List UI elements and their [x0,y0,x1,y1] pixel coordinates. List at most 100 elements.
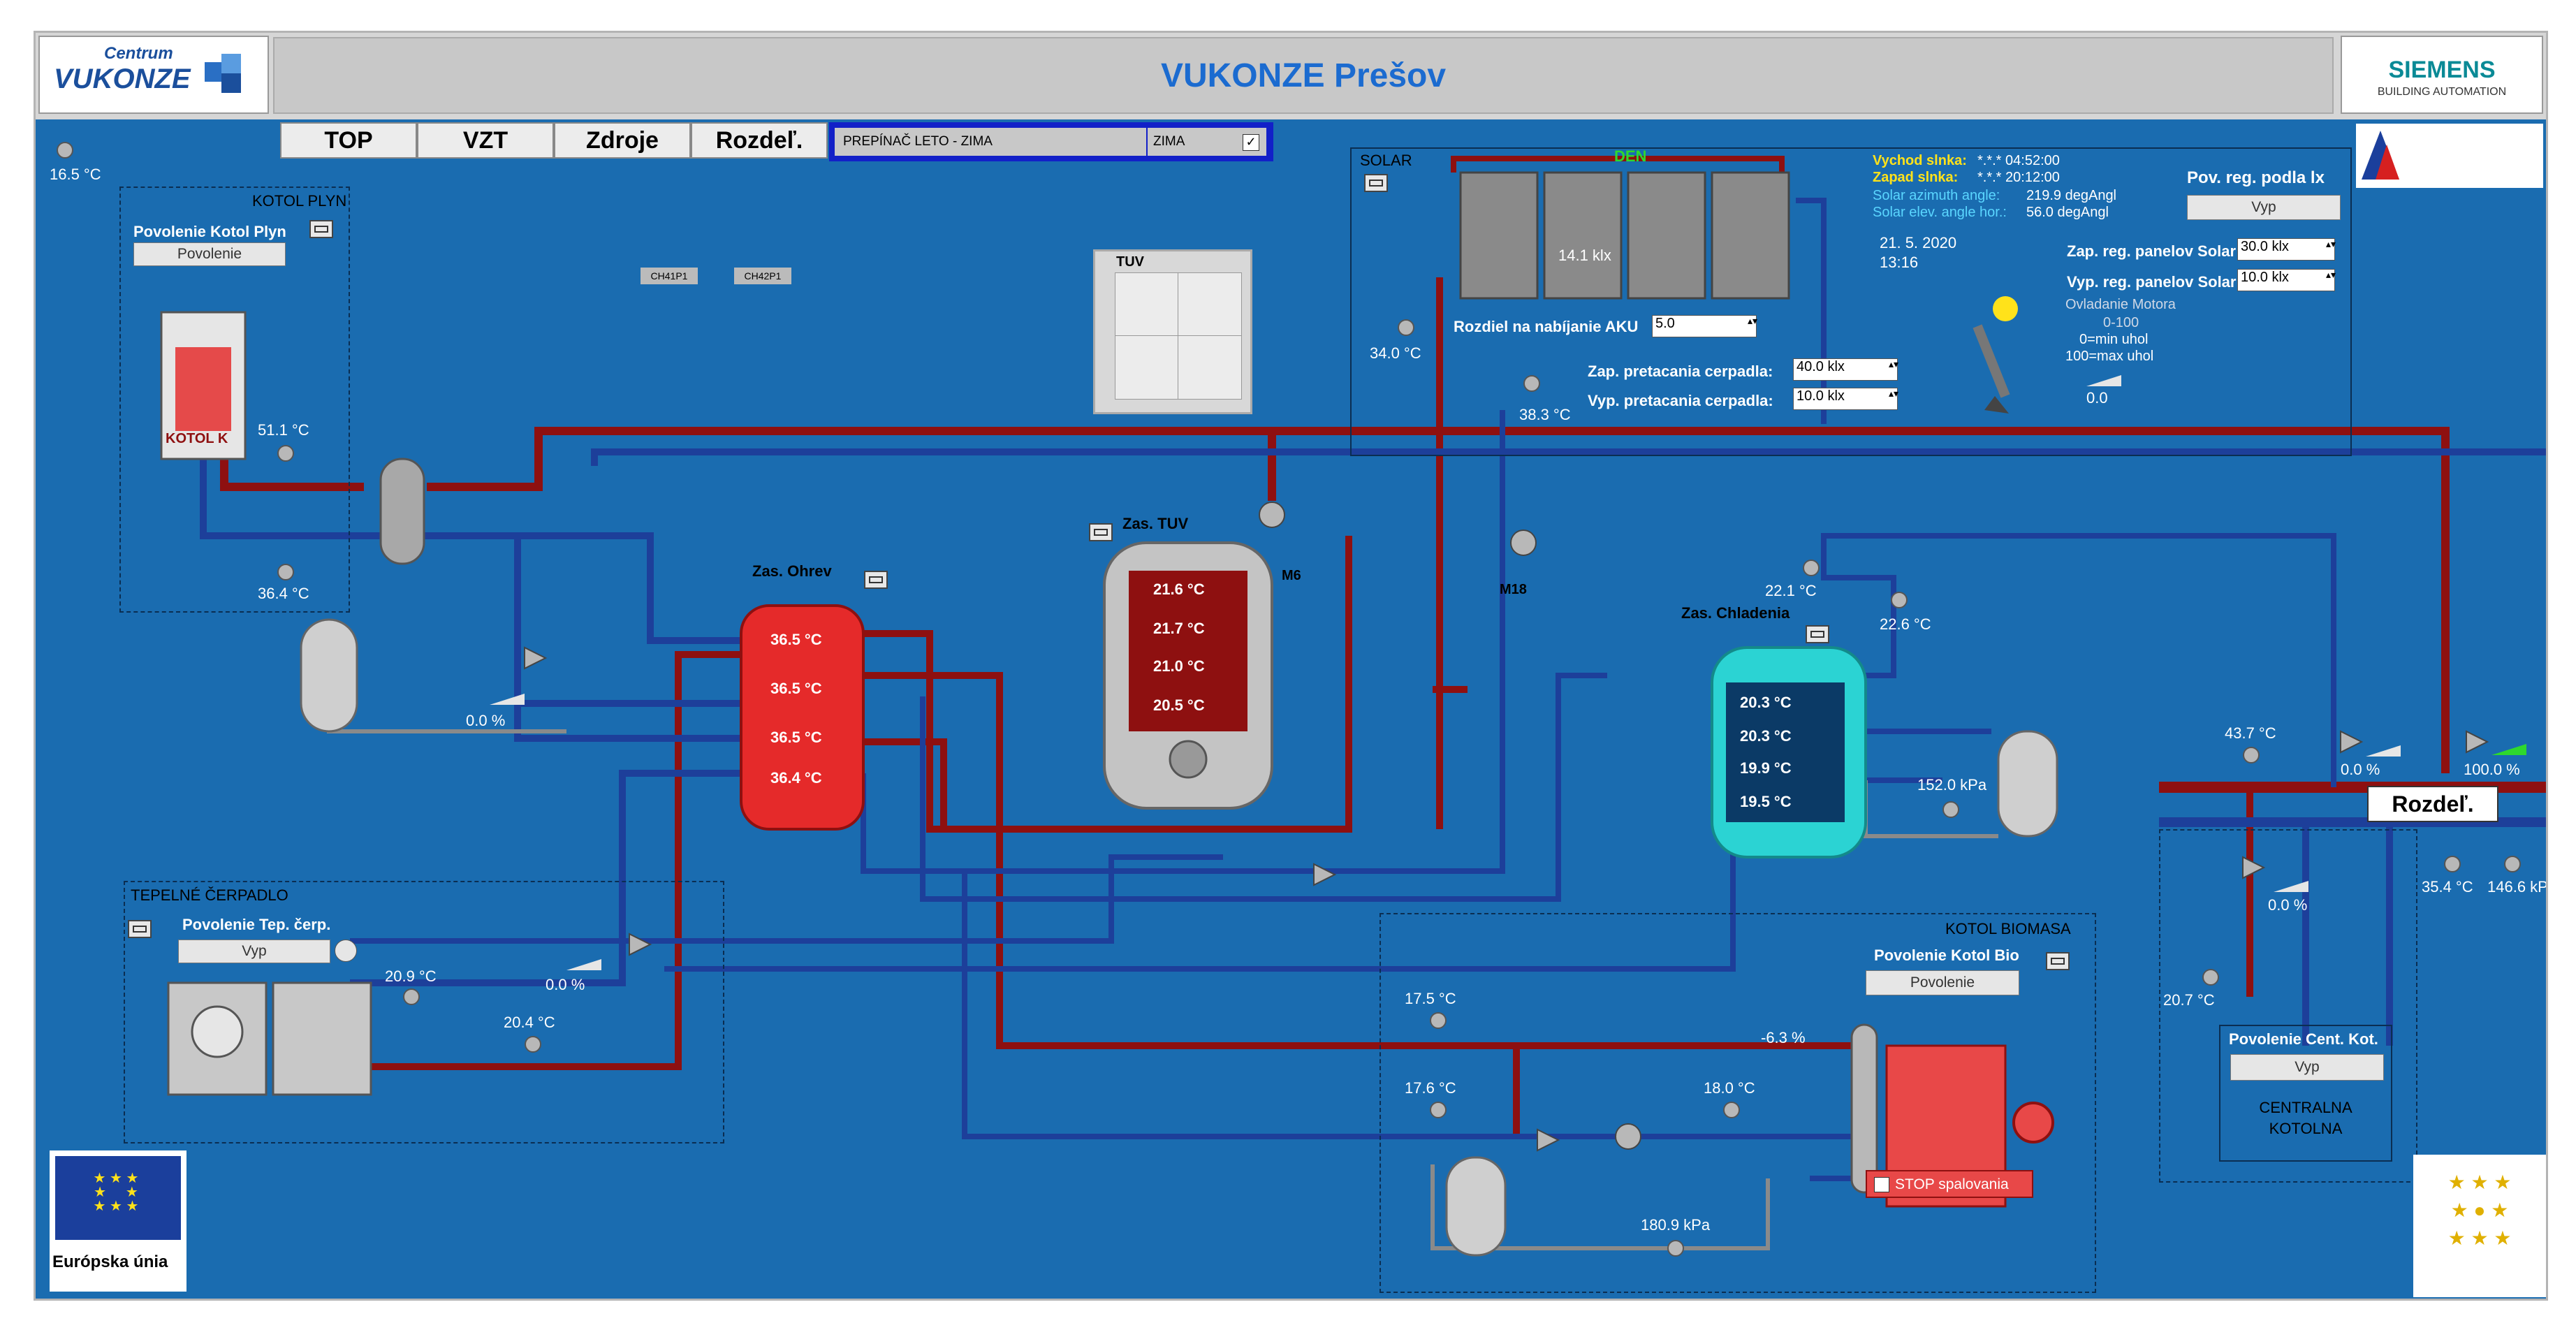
tuv-shower-icon[interactable] [1115,272,1179,337]
season-switch-value[interactable]: ZIMA ✓ [1148,128,1266,156]
rozdel-valve-b-ramp-icon[interactable] [2491,744,2526,755]
nav-button-zdroje[interactable]: Zdroje [554,122,691,159]
zas-tuv-temp-3: 21.0 °C [1153,657,1205,675]
zas-ohrev-faceplate-icon[interactable] [864,571,888,589]
bms-tag-1[interactable]: CH41P1 [641,268,698,284]
kotol-bio-faceplate-icon[interactable] [2046,952,2070,970]
sunset-label: Zapad slnka: [1873,170,1959,185]
motor-label-4: 100=max uhol [2065,349,2154,364]
solar-time: 13:16 [1880,254,1919,271]
pump-on-input[interactable]: 40.0 klx [1793,358,1898,381]
solar-aku-input[interactable]: 5.0 [1652,315,1757,337]
collector-lux: 14.1 klx [1558,247,1611,264]
lux-reg-value[interactable]: Vyp [2187,195,2341,220]
tuv-bug-icon[interactable] [1178,272,1242,337]
rozdelovac-label[interactable]: Rozdeľ. [2367,786,2498,822]
eu-label-box: Európska únia [50,1248,186,1292]
rozdel-valve-c-ramp-icon[interactable] [2274,881,2308,892]
pump-m6-label: M6 [1282,568,1301,583]
header-bar: Centrum VUKONZE VUKONZE Prešov SIEMENS B… [36,33,2546,119]
central-kot-name-2: KOTOLNA [2269,1120,2343,1137]
biomasa-temp-b: 17.6 °C [1405,1079,1456,1097]
azimuth-value: 219.9 degAngl [2026,188,2117,203]
zas-ohrev-valve-pct: 0.0 % [466,712,506,729]
pump-off-label: Vyp. pretacania cerpadla: [1588,392,1773,409]
zas-chladenia-temp-2: 20.3 °C [1740,727,1792,745]
tuv-clock-bug-icon[interactable] [1178,335,1242,400]
tepelne-return-thermometer-icon [525,1036,541,1053]
motor-ramp-icon[interactable] [2086,375,2121,386]
tepelne-cerpadlo-temp-supply: 20.9 °C [385,967,437,985]
central-kot-permit-value[interactable]: Vyp [2230,1054,2384,1081]
vukonze-logo: Centrum VUKONZE [38,36,269,114]
zas-ohrev-temp-2: 36.5 °C [770,680,822,697]
rozdel-temp-b: 35.4 °C [2422,878,2473,896]
tepelne-cerpadlo-section [124,881,724,1143]
azimuth-label: Solar azimuth angle: [1873,188,2000,203]
zas-tuv-temp-4: 20.5 °C [1153,696,1205,714]
biomasa-pressure: 180.9 kPa [1641,1216,1711,1234]
kotol-k-label: KOTOL K [166,431,228,447]
collector-thermometer-icon [1398,319,1414,336]
zas-tuv-faceplate-icon[interactable] [1089,523,1113,541]
panel-on-input[interactable]: 30.0 klx [2237,238,2335,261]
kotol-plyn-permit-label: Povolenie Kotol Plyn [133,223,286,240]
kotol-plyn-faceplate-icon[interactable] [309,220,333,238]
season-checkbox[interactable]: ✓ [1243,134,1259,151]
biomasa-pressure-gauge-icon [1667,1240,1684,1257]
central-kot-box [2219,1025,2392,1162]
pump-off-input[interactable]: 10.0 klx [1793,388,1898,410]
stop-checkbox[interactable] [1874,1177,1889,1192]
nav-button-rozdel[interactable]: Rozdeľ. [691,122,828,159]
stop-spalovania-control[interactable]: STOP spalovania [1866,1170,2033,1198]
lux-reg-label: Pov. reg. podla lx [2187,168,2325,187]
tepelne-valve-ramp-icon[interactable] [566,959,601,970]
sunrise-value: *.*.* 04:52:00 [1977,153,2060,168]
kotol-plyn-supply-thermometer-icon [277,445,294,462]
tepelne-cerpadlo-permit-value[interactable]: Vyp [178,940,330,963]
kotol-plyn-return-thermometer-icon [277,564,294,580]
solar-aku-label: Rozdiel na nabíjanie AKU [1454,318,1639,335]
zas-ohrev-valve-ramp-icon[interactable] [490,694,525,705]
nav-button-top[interactable]: TOP [280,122,417,159]
kotol-biomasa-title: KOTOL BIOMASA [1945,920,2071,937]
zas-ohrev-temp-3: 36.5 °C [770,729,822,746]
bms-tag-2[interactable]: CH42P1 [734,268,791,284]
tuv-clock-icon[interactable] [1115,335,1179,400]
motor-value: 0.0 [2086,389,2108,407]
season-switch-panel: PREPÍNAČ LETO - ZIMA ZIMA ✓ [829,122,1273,161]
tepelne-cerpadlo-faceplate-icon[interactable] [128,920,152,938]
siemens-logo: SIEMENS BUILDING AUTOMATION [2341,36,2543,114]
solar-pipe-thermometer-icon [1523,375,1540,392]
elevation-label: Solar elev. angle hor.: [1873,205,2007,220]
logo-text-main: VUKONZE [54,64,191,94]
rozdel-pressure: 146.6 kPa [2487,878,2548,896]
pump-m18-label: M18 [1500,582,1527,597]
motor-label-1: Ovladanie Motora [2065,297,2176,312]
siemens-text: SIEMENS [2388,57,2496,83]
rozdel-temp-a: 43.7 °C [2225,724,2276,742]
tepelne-cerpadlo-valve-pct: 0.0 % [546,976,585,993]
elevation-value: 56.0 degAngl [2026,205,2109,220]
panel-off-input[interactable]: 10.0 klx [2237,269,2335,291]
outdoor-temp: 16.5 °C [50,166,101,183]
biomasa-thermometer-c-icon [1723,1102,1740,1118]
biomasa-temp-c: 18.0 °C [1704,1079,1755,1097]
siemens-subtext: BUILDING AUTOMATION [2377,86,2507,98]
tepelne-cerpadlo-clock-icon[interactable] [335,940,357,962]
kotol-plyn-temp-return: 36.4 °C [258,585,309,602]
chladenia-pressure: 152.0 kPa [1917,776,1987,794]
kotol-bio-permit-value[interactable]: Povolenie [1866,970,2019,995]
kotol-plyn-permit-value[interactable]: Povolenie [133,242,286,266]
solar-faceplate-icon[interactable] [1364,174,1388,192]
biomasa-temp-a: 17.5 °C [1405,990,1456,1007]
solar-day-label: DEN [1614,147,1647,165]
rozdel-pressure-gauge-icon [2504,856,2521,872]
motor-label-2: 0-100 [2103,315,2139,330]
central-kot-permit-label: Povolenie Cent. Kot. [2229,1030,2378,1048]
rozdel-valve-a-ramp-icon[interactable] [2366,745,2401,757]
nav-button-vzt[interactable]: VZT [417,122,554,159]
solar-section [1350,147,2352,456]
sunrise-label: Vychod slnka: [1873,153,1967,168]
zas-chladenia-faceplate-icon[interactable] [1806,625,1829,643]
